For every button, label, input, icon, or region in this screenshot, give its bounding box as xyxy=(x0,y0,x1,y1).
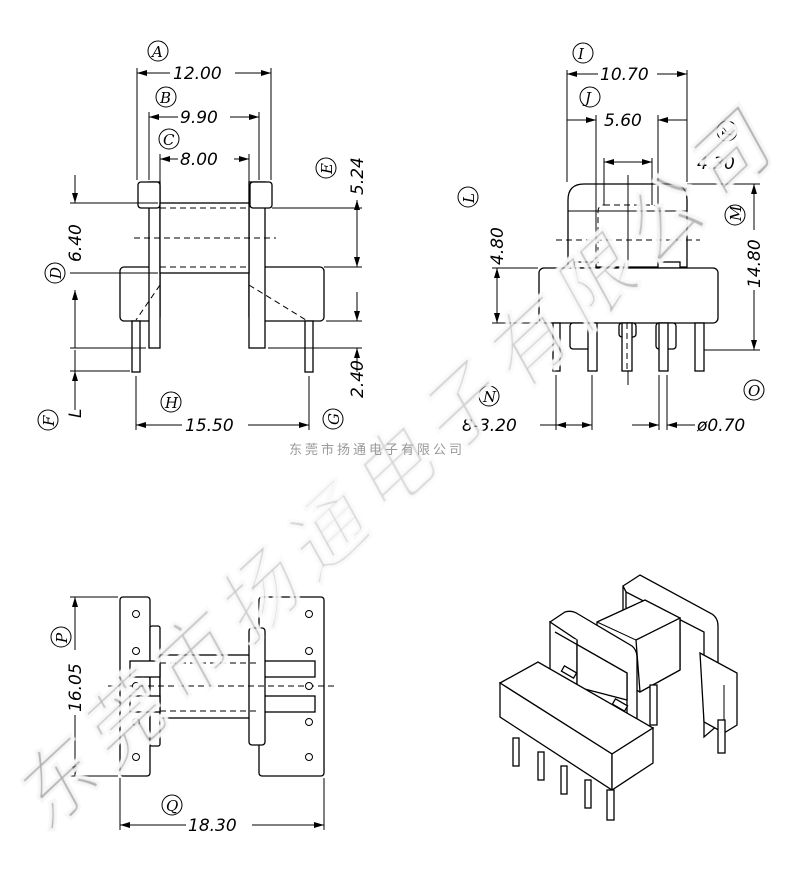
label-c: C xyxy=(163,131,175,149)
dim-q: 18.30 xyxy=(188,816,237,836)
label-f: F xyxy=(40,415,58,427)
label-m: M xyxy=(727,205,745,222)
dim-h: 15.50 xyxy=(185,416,234,436)
dim-e: 5.24 xyxy=(348,157,368,195)
dim-j: 5.60 xyxy=(604,111,642,131)
dim-n: 8-3.20 xyxy=(462,416,517,436)
label-l-dim: L xyxy=(66,409,86,418)
dim-m: 14.80 xyxy=(745,239,765,288)
dim-l: 4.80 xyxy=(488,227,508,265)
dim-g: 2.40 xyxy=(348,360,368,398)
bottom-view: P 16.05 Q 18.30 xyxy=(50,596,336,836)
label-e: E xyxy=(318,163,336,175)
label-d: D xyxy=(47,267,65,280)
dim-i: 10.70 xyxy=(600,65,649,85)
dim-b: 9.90 xyxy=(180,108,218,128)
label-k: K xyxy=(719,125,737,138)
label-o: O xyxy=(748,382,760,400)
front-view: A 12.00 B 9.90 C 8.00 D 6.40 E 5.24 F L … xyxy=(37,40,368,436)
dim-o: ø0.70 xyxy=(696,416,745,436)
label-i: I xyxy=(577,45,585,63)
label-g: G xyxy=(325,413,343,425)
label-q: Q xyxy=(166,797,178,815)
dim-p: 16.05 xyxy=(66,663,86,712)
isometric-view xyxy=(498,574,738,821)
side-view: I 10.70 J 5.60 K 4.30 L 4.80 M 14.80 N 8… xyxy=(457,42,765,436)
dim-k: 4.30 xyxy=(697,154,735,174)
dim-c: 8.00 xyxy=(180,150,218,170)
label-h: H xyxy=(164,394,179,412)
label-p: P xyxy=(53,632,71,644)
dim-a: 12.00 xyxy=(173,64,222,84)
label-b: B xyxy=(159,89,171,107)
label-l: L xyxy=(460,193,478,204)
watermark-small: 东莞市扬通电子有限公司 xyxy=(289,443,466,458)
label-a: A xyxy=(150,43,163,61)
dim-d: 6.40 xyxy=(66,224,86,262)
label-n: N xyxy=(482,388,497,406)
